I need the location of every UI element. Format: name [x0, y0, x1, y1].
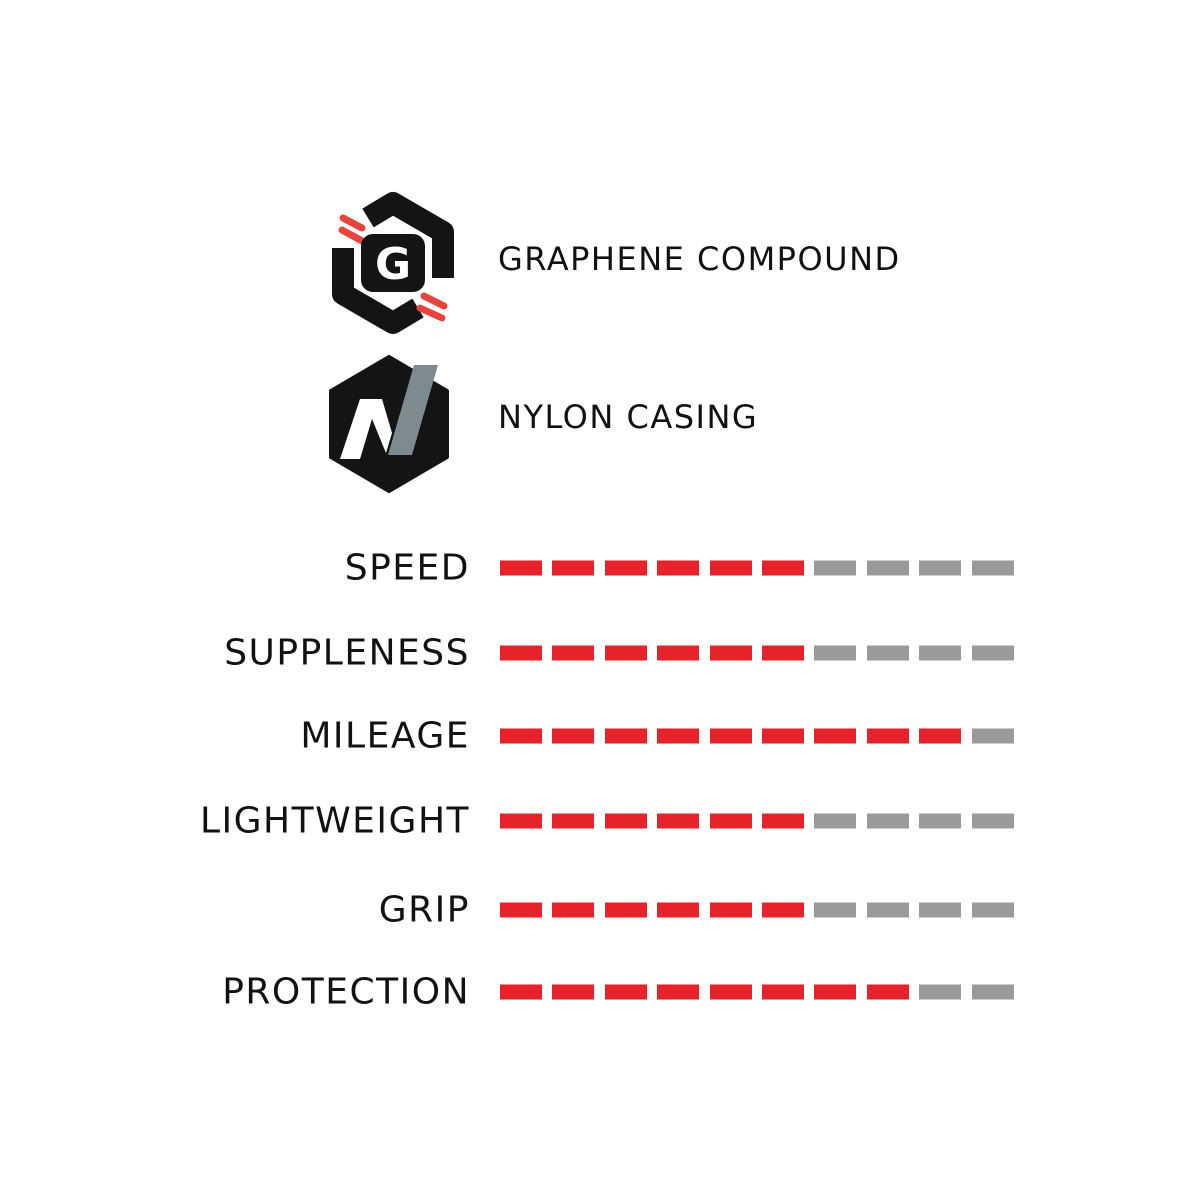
- rating-bar: [500, 728, 1014, 744]
- rating-segment-filled: [919, 728, 962, 744]
- rating-label: SUPPLENESS: [224, 632, 470, 674]
- rating-segment-filled: [552, 645, 595, 661]
- rating-segment-empty: [971, 728, 1014, 744]
- rating-segment-filled: [657, 645, 700, 661]
- rating-segment-filled: [709, 984, 752, 1000]
- rating-segment-empty: [919, 560, 962, 576]
- rating-row-speed: SPEED: [0, 538, 1200, 598]
- rating-segment-empty: [919, 902, 962, 918]
- nylon-n-icon: [329, 355, 449, 493]
- rating-row-suppleness: SUPPLENESS: [0, 623, 1200, 683]
- rating-segment-filled: [604, 728, 647, 744]
- rating-bar: [500, 645, 1014, 661]
- rating-label: MILEAGE: [300, 715, 470, 757]
- rating-row-lightweight: LIGHTWEIGHT: [0, 791, 1200, 851]
- rating-segment-empty: [919, 645, 962, 661]
- rating-segment-empty: [971, 902, 1014, 918]
- rating-segment-empty: [971, 984, 1014, 1000]
- rating-segment-empty: [814, 560, 857, 576]
- rating-segment-filled: [709, 645, 752, 661]
- rating-segment-filled: [500, 984, 542, 1000]
- rating-bar: [500, 902, 1014, 918]
- rating-segment-filled: [709, 560, 752, 576]
- feature-graphene: G: [328, 190, 458, 336]
- rating-segment-filled: [709, 728, 752, 744]
- rating-bar: [500, 560, 1014, 576]
- rating-segment-empty: [866, 813, 909, 829]
- rating-label: SPEED: [344, 547, 470, 589]
- rating-row-grip: GRIP: [0, 880, 1200, 940]
- feature-label-nylon: NYLON CASING: [498, 398, 759, 436]
- rating-segment-filled: [552, 984, 595, 1000]
- rating-segment-empty: [971, 560, 1014, 576]
- rating-segment-empty: [814, 645, 857, 661]
- rating-label: LIGHTWEIGHT: [199, 800, 470, 842]
- rating-segment-filled: [500, 560, 542, 576]
- rating-segment-empty: [919, 813, 962, 829]
- rating-segment-filled: [500, 728, 542, 744]
- rating-segment-filled: [604, 813, 647, 829]
- feature-label-graphene: GRAPHENE COMPOUND: [498, 240, 901, 278]
- rating-segment-filled: [761, 645, 804, 661]
- rating-segment-filled: [709, 813, 752, 829]
- rating-segment-filled: [552, 902, 595, 918]
- rating-segment-empty: [919, 984, 962, 1000]
- rating-segment-empty: [971, 645, 1014, 661]
- rating-label: PROTECTION: [222, 971, 470, 1013]
- svg-text:G: G: [375, 239, 411, 290]
- rating-segment-filled: [814, 984, 857, 1000]
- rating-segment-empty: [814, 813, 857, 829]
- rating-segment-filled: [709, 902, 752, 918]
- rating-label: GRIP: [378, 889, 470, 931]
- rating-bar: [500, 984, 1014, 1000]
- rating-segment-empty: [814, 902, 857, 918]
- rating-bar: [500, 813, 1014, 829]
- rating-segment-empty: [866, 560, 909, 576]
- rating-row-protection: PROTECTION: [0, 962, 1200, 1022]
- feature-nylon: [328, 355, 450, 493]
- rating-segment-filled: [552, 728, 595, 744]
- rating-segment-filled: [500, 645, 542, 661]
- rating-segment-filled: [657, 560, 700, 576]
- rating-segment-filled: [552, 560, 595, 576]
- rating-segment-filled: [604, 902, 647, 918]
- rating-segment-filled: [604, 560, 647, 576]
- rating-segment-filled: [814, 728, 857, 744]
- rating-row-mileage: MILEAGE: [0, 706, 1200, 766]
- rating-segment-filled: [761, 560, 804, 576]
- rating-segment-filled: [761, 728, 804, 744]
- rating-segment-empty: [866, 645, 909, 661]
- rating-segment-filled: [500, 902, 542, 918]
- rating-segment-filled: [866, 984, 909, 1000]
- rating-segment-filled: [604, 645, 647, 661]
- rating-segment-filled: [657, 902, 700, 918]
- rating-segment-filled: [761, 902, 804, 918]
- rating-segment-filled: [500, 813, 542, 829]
- rating-segment-empty: [866, 902, 909, 918]
- rating-segment-filled: [552, 813, 595, 829]
- rating-segment-filled: [657, 813, 700, 829]
- rating-segment-filled: [604, 984, 647, 1000]
- rating-segment-filled: [866, 728, 909, 744]
- rating-segment-filled: [657, 984, 700, 1000]
- rating-segment-filled: [761, 984, 804, 1000]
- graphene-g-icon: G: [332, 192, 454, 334]
- rating-segment-filled: [761, 813, 804, 829]
- rating-segment-filled: [657, 728, 700, 744]
- rating-segment-empty: [971, 813, 1014, 829]
